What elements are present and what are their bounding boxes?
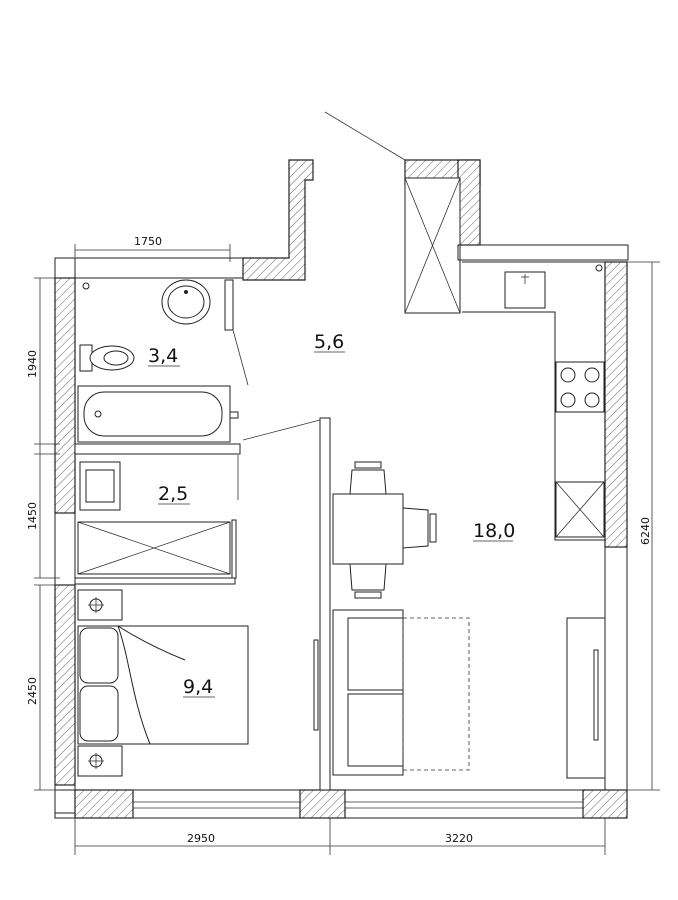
room-labels: 3,4 2,5 9,4 5,6 18,0 — [148, 331, 515, 698]
partition-bath-laundry — [74, 443, 241, 455]
bathroom-area-label: 3,4 — [148, 345, 178, 367]
wall-right — [604, 261, 628, 548]
partition-bedroom-living — [319, 417, 331, 791]
nightstand-top — [77, 589, 123, 621]
dimension-lines: 1750 1940 1450 2450 6240 2950 3220 — [26, 235, 660, 855]
bedroom-area-label: 9,4 — [183, 676, 213, 698]
entrance-door-swing — [324, 111, 406, 161]
wall-bottom-right — [582, 789, 628, 819]
exterior-walls — [54, 111, 629, 819]
laundry-area-label: 2,5 — [158, 483, 188, 505]
wardrobe-laundry — [77, 521, 231, 575]
dining-table-icon — [332, 461, 437, 599]
wall-top-kitchen — [457, 244, 629, 261]
living-wardrobe — [566, 617, 606, 779]
bath-door-swing — [232, 329, 249, 386]
bed-icon — [77, 625, 249, 745]
bedroom-door-swing — [242, 419, 321, 441]
living-area-label: 18,0 — [473, 520, 515, 542]
bathroom-fixtures — [77, 279, 239, 443]
wall-top-bath — [54, 257, 246, 279]
bedroom-wardrobe-door — [313, 639, 319, 731]
wall-bottom-left — [74, 789, 134, 819]
washing-machine-icon — [79, 461, 121, 511]
hall-area-label: 5,6 — [314, 331, 344, 353]
dim-bottom-right: 3220 — [445, 832, 473, 845]
dim-bottom-left: 2950 — [187, 832, 215, 845]
kitchen-sink-icon — [504, 271, 546, 309]
fridge-box — [555, 481, 605, 538]
shaft-cross-b — [404, 177, 461, 314]
bedroom-fixtures — [77, 589, 319, 777]
wall-left-lower — [54, 584, 76, 786]
kitchen-counter — [462, 261, 606, 541]
partition-bath-hall — [224, 279, 234, 331]
wall-left — [54, 277, 76, 514]
riser-kitchen — [595, 264, 603, 272]
dim-top-bath: 1750 — [134, 235, 162, 248]
washbasin-icon — [161, 279, 211, 325]
sofa-icon — [332, 609, 470, 776]
partition-laundry-bedroom — [74, 577, 236, 585]
dim-left-bath: 1940 — [26, 350, 39, 378]
laundry-fixtures — [77, 461, 231, 575]
toilet-icon — [79, 344, 135, 372]
stove-icon — [555, 361, 605, 413]
laundry-door-jamb — [231, 519, 237, 579]
nightstand-bottom — [77, 745, 123, 777]
dim-left-laundry: 1450 — [26, 502, 39, 530]
kitchen-fixtures — [462, 261, 606, 779]
riser-bath — [82, 282, 90, 290]
bathtub-icon — [77, 385, 239, 443]
dim-left-bedroom: 2450 — [26, 677, 39, 705]
wall-shaft-right — [457, 159, 481, 246]
wall-entrance-left — [242, 159, 314, 281]
dim-right-total: 6240 — [639, 517, 652, 545]
wall-bottom-mid — [299, 789, 346, 819]
